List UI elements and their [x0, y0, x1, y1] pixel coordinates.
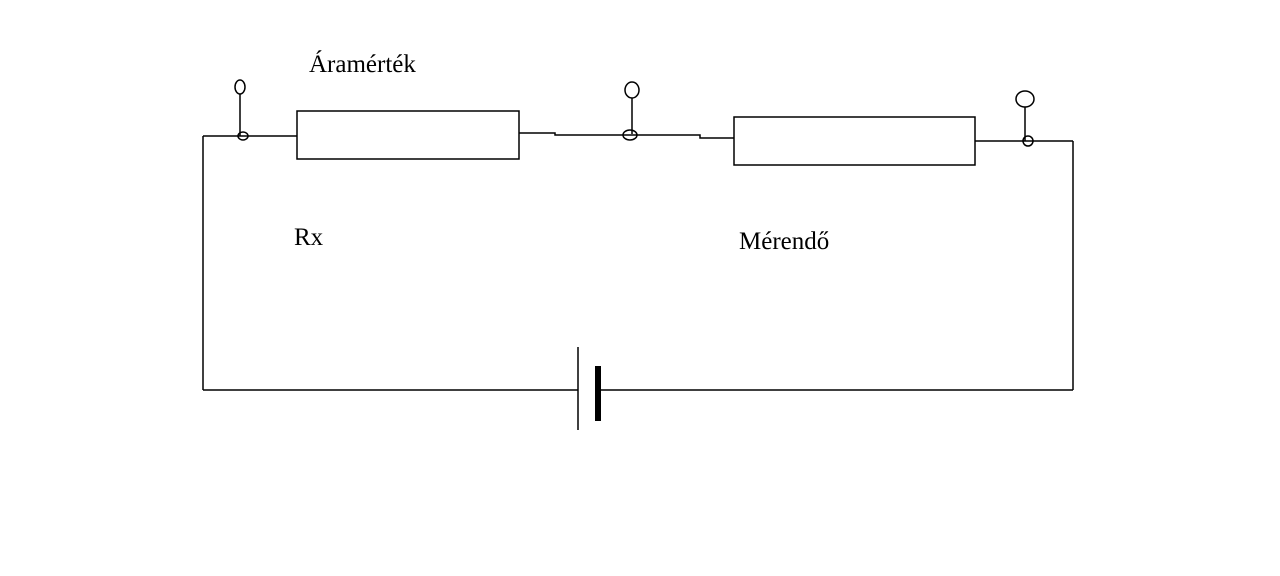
resistor-merendo	[733, 116, 976, 166]
label-rx: Rx	[294, 224, 324, 251]
terminal-right	[1015, 90, 1035, 147]
wire-middle	[519, 132, 734, 139]
terminal-middle	[622, 81, 640, 141]
label-merendo: Mérendő	[739, 228, 830, 255]
resistor-aramertek	[296, 110, 520, 160]
label-aramertek: Áramérték	[309, 51, 416, 78]
terminal-left	[234, 79, 249, 141]
